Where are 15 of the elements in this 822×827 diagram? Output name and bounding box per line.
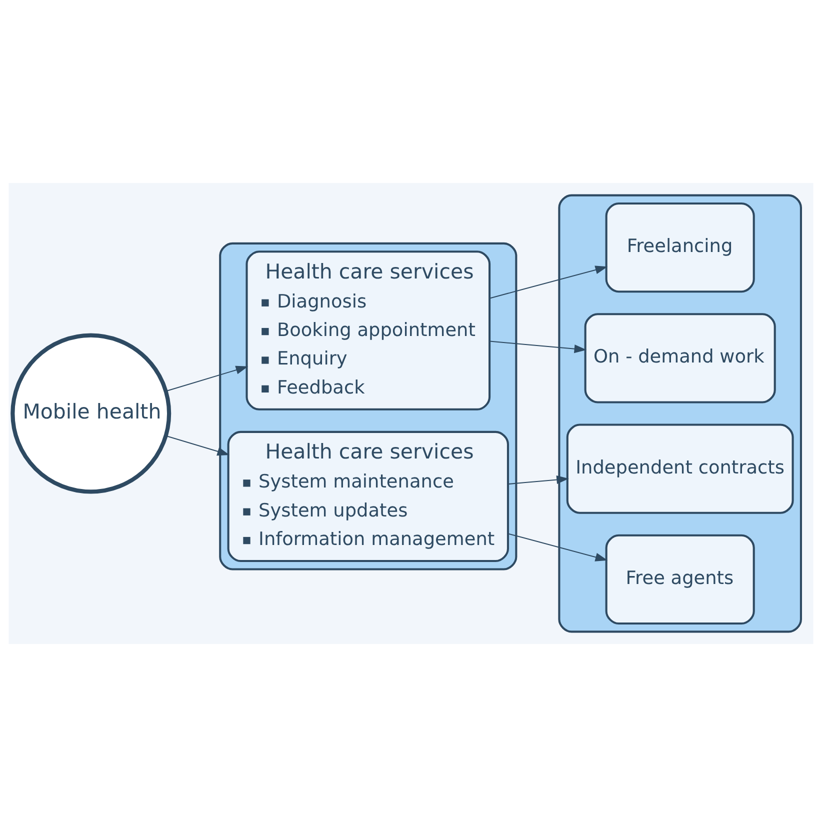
arrow xyxy=(166,366,248,392)
arrow xyxy=(490,340,587,354)
node-circle: Mobile health xyxy=(10,333,172,494)
node-box: Freelancing xyxy=(605,202,755,293)
node-box: Health care services System maintenance System updates Information management xyxy=(227,430,509,562)
node-box: On - demand work xyxy=(584,313,776,404)
arrow xyxy=(508,475,569,485)
cluster xyxy=(558,194,802,633)
node-box: Health care services Diagnosis Booking appointment Enquiry Feedback xyxy=(246,250,491,410)
arrow xyxy=(166,435,230,456)
node-box: Independent contracts xyxy=(566,424,794,514)
arrow xyxy=(490,266,608,299)
arrow xyxy=(508,533,608,562)
cluster xyxy=(219,242,518,570)
node-box: Free agents xyxy=(605,534,755,625)
